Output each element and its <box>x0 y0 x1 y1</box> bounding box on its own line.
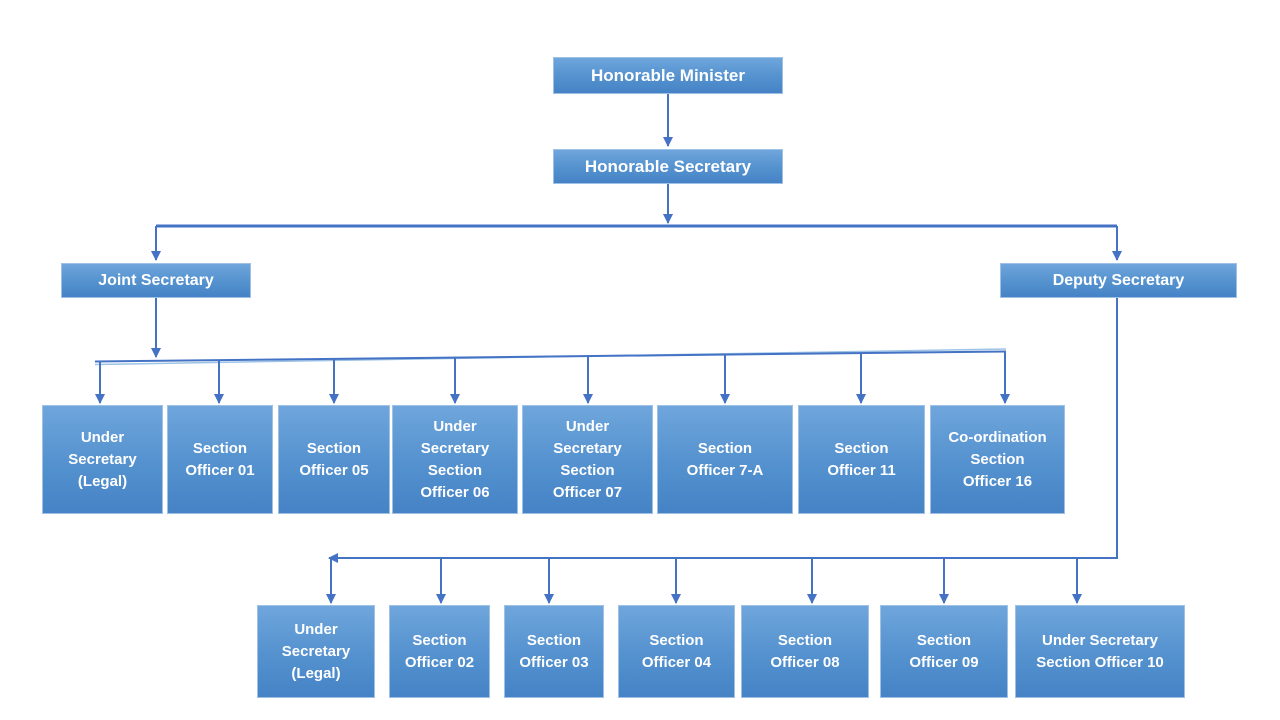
node-section-officer-03: Section Officer 03 <box>504 605 604 698</box>
node-under-secretary-section-officer-07: Under Secretary Section Officer 07 <box>522 405 653 514</box>
node-joint-secretary: Joint Secretary <box>61 263 251 298</box>
node-under-secretary-section-officer-06: Under Secretary Section Officer 06 <box>392 405 518 514</box>
node-honorable-secretary: Honorable Secretary <box>553 149 783 184</box>
node-under-secretary-legal-deputy: Under Secretary (Legal) <box>257 605 375 698</box>
node-deputy-secretary: Deputy Secretary <box>1000 263 1237 298</box>
node-honorable-minister: Honorable Minister <box>553 57 783 94</box>
node-section-officer-05: Section Officer 05 <box>278 405 390 514</box>
node-section-officer-01: Section Officer 01 <box>167 405 273 514</box>
node-section-officer-08: Section Officer 08 <box>741 605 869 698</box>
node-section-officer-04: Section Officer 04 <box>618 605 735 698</box>
node-section-officer-09: Section Officer 09 <box>880 605 1008 698</box>
node-section-officer-7-a: Section Officer 7-A <box>657 405 793 514</box>
node-under-secretary-legal-joint: Under Secretary (Legal) <box>42 405 163 514</box>
node-coordination-section-officer-16: Co-ordination Section Officer 16 <box>930 405 1065 514</box>
node-section-officer-02: Section Officer 02 <box>389 605 490 698</box>
node-section-officer-11: Section Officer 11 <box>798 405 925 514</box>
node-under-secretary-section-officer-10: Under Secretary Section Officer 10 <box>1015 605 1185 698</box>
